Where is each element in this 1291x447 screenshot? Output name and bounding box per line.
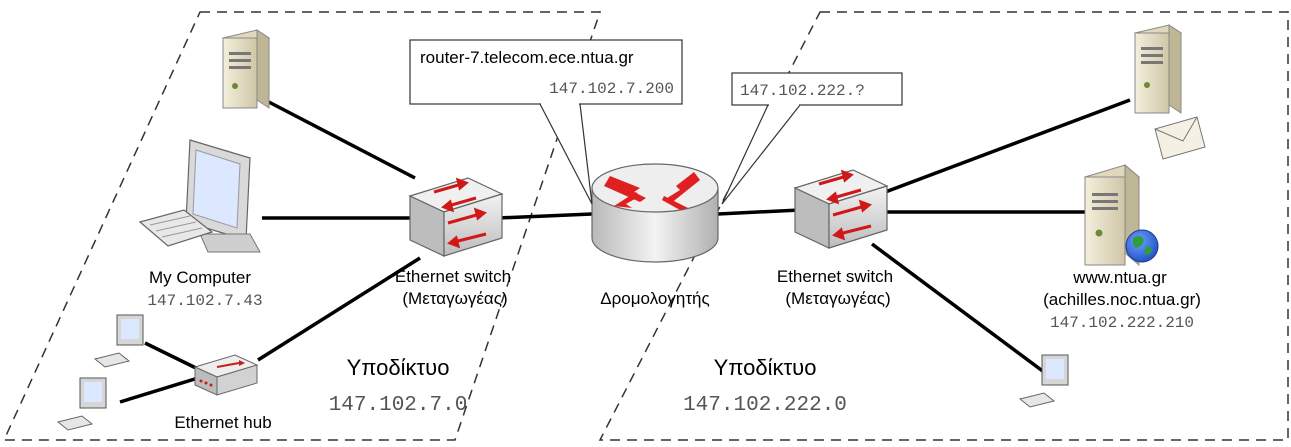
globe-icon [1125,229,1159,263]
left-subnet-network: 147.102.7.0 [329,394,468,417]
small-pc-icon [1018,354,1069,408]
right-subnet-label: Υποδίκτυο [714,355,817,380]
web-server-alias: (achilles.noc.ntua.gr) [1043,290,1201,309]
links [119,98,1131,404]
link-pc1-hub [144,341,201,372]
router-label: Δρομολογητής [600,289,709,308]
right-subnet-network: 147.102.222.0 [683,394,847,417]
link-switch-router [497,212,593,220]
link-switch-pc [870,242,1050,377]
ethernet-switch-icon [408,177,504,257]
link-switch-mailserver [879,98,1131,196]
desktop-computer-icon [138,139,261,253]
my-computer-label: My Computer [149,268,251,287]
router-hostname: router-7.telecom.ece.ntua.gr [420,48,634,67]
mail-server-icon [1133,24,1206,160]
my-computer-ip: 147.102.7.43 [147,292,262,310]
server-icon [221,29,271,109]
right-switch-sublabel: (Μεταγωγέας) [785,289,890,308]
router-right-ip: 147.102.222.? [740,82,865,100]
link-router-switch [717,208,801,216]
ethernet-hub-label: Ethernet hub [174,413,271,432]
router-left-ip: 147.102.7.200 [549,80,674,98]
link-hub-switch [257,256,421,362]
left-switch-label: Ethernet switch [395,267,511,286]
left-switch-sublabel: (Μεταγωγέας) [402,289,507,308]
left-subnet-label: Υποδίκτυο [347,355,450,380]
right-subnet-boundary [598,11,1289,441]
left-subnet-boundary [2,11,602,441]
right-switch-label: Ethernet switch [777,267,893,286]
router-icon [591,163,719,263]
router-callout-left: router-7.telecom.ece.ntua.gr 147.102.7.2… [409,39,683,205]
web-server-ip: 147.102.222.210 [1050,314,1194,332]
small-pc-icon [56,377,107,431]
small-pc-icon [93,314,144,368]
ethernet-switch-icon [793,169,889,249]
ethernet-hub-icon [193,354,259,396]
router-callout-right: 147.102.222.? [721,72,903,205]
link-pc2-hub [119,376,199,404]
link-server-switch [264,98,416,180]
web-server-name: www.ntua.gr [1072,268,1167,287]
